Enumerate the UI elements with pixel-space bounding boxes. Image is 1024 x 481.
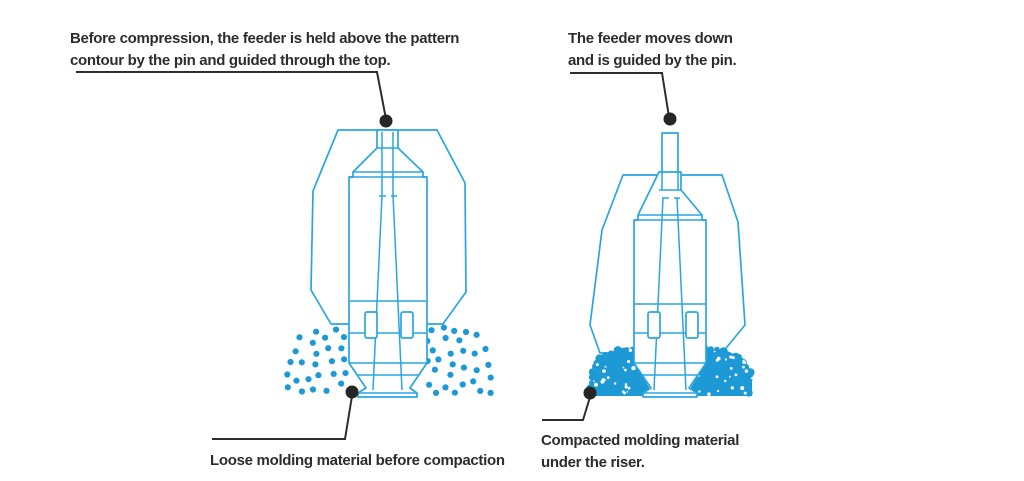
vent-slot (647, 311, 661, 339)
feeder-detail-lines-left (349, 132, 427, 394)
annotation-line: The feeder moves down (568, 30, 733, 47)
leader-line-bottom-left (212, 395, 353, 440)
diagram-before-compression (284, 129, 494, 398)
callout-dot-bottom-right (583, 386, 597, 400)
leader-line-top-left (76, 71, 387, 120)
annotation-line: Before compression, the feeder is held a… (70, 30, 460, 47)
vent-slot (685, 311, 699, 339)
annotation-line: under the riser. (541, 454, 645, 471)
annotation-top-right: The feeder moves down and is guided by t… (568, 28, 737, 72)
annotation-line: Compacted molding material (541, 432, 740, 449)
annotation-line: contour by the pin and guided through th… (70, 52, 391, 69)
annotation-line: Loose molding material before compaction (210, 452, 505, 469)
annotation-bottom-right: Compacted molding material under the ris… (541, 430, 739, 474)
pattern-contour-left (310, 129, 467, 325)
vent-slot (364, 311, 378, 339)
callouts (76, 71, 677, 440)
leader-line-top-right (570, 72, 670, 118)
annotation-bottom-left: Loose molding material before compaction (210, 450, 505, 472)
feeder-detail-lines-right (634, 172, 706, 394)
callout-dot-top-left (379, 114, 393, 128)
loose-molding-material-right (424, 324, 494, 396)
annotation-top-left: Before compression, the feeder is held a… (70, 28, 459, 72)
leader-line-bottom-right (542, 396, 591, 421)
annotation-line: and is guided by the pin. (568, 52, 737, 69)
callout-dot-bottom-left (345, 385, 359, 399)
diagram-after-compression (586, 132, 755, 398)
callout-dot-top-right (663, 112, 677, 126)
feeder-body-left (348, 129, 428, 398)
loose-molding-material-left (284, 326, 349, 395)
vent-slot (400, 311, 414, 339)
